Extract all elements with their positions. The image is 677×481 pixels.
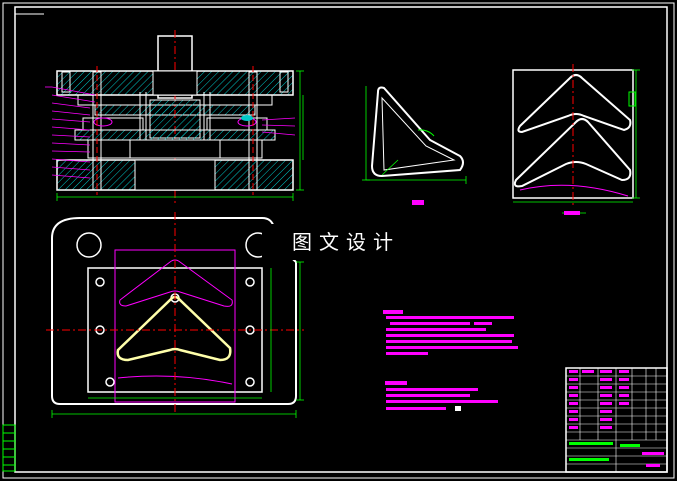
bent-view-label — [564, 211, 580, 215]
plan-view — [46, 212, 304, 418]
watermark-text: 图文设计 — [262, 224, 430, 260]
left-margin-table — [2, 424, 16, 472]
bent-part-view — [512, 64, 640, 215]
technical-notes — [383, 310, 518, 411]
title-block — [565, 367, 668, 473]
front-section-view — [45, 30, 304, 205]
blank-part-view — [362, 86, 467, 205]
blank-view-label — [412, 200, 424, 205]
